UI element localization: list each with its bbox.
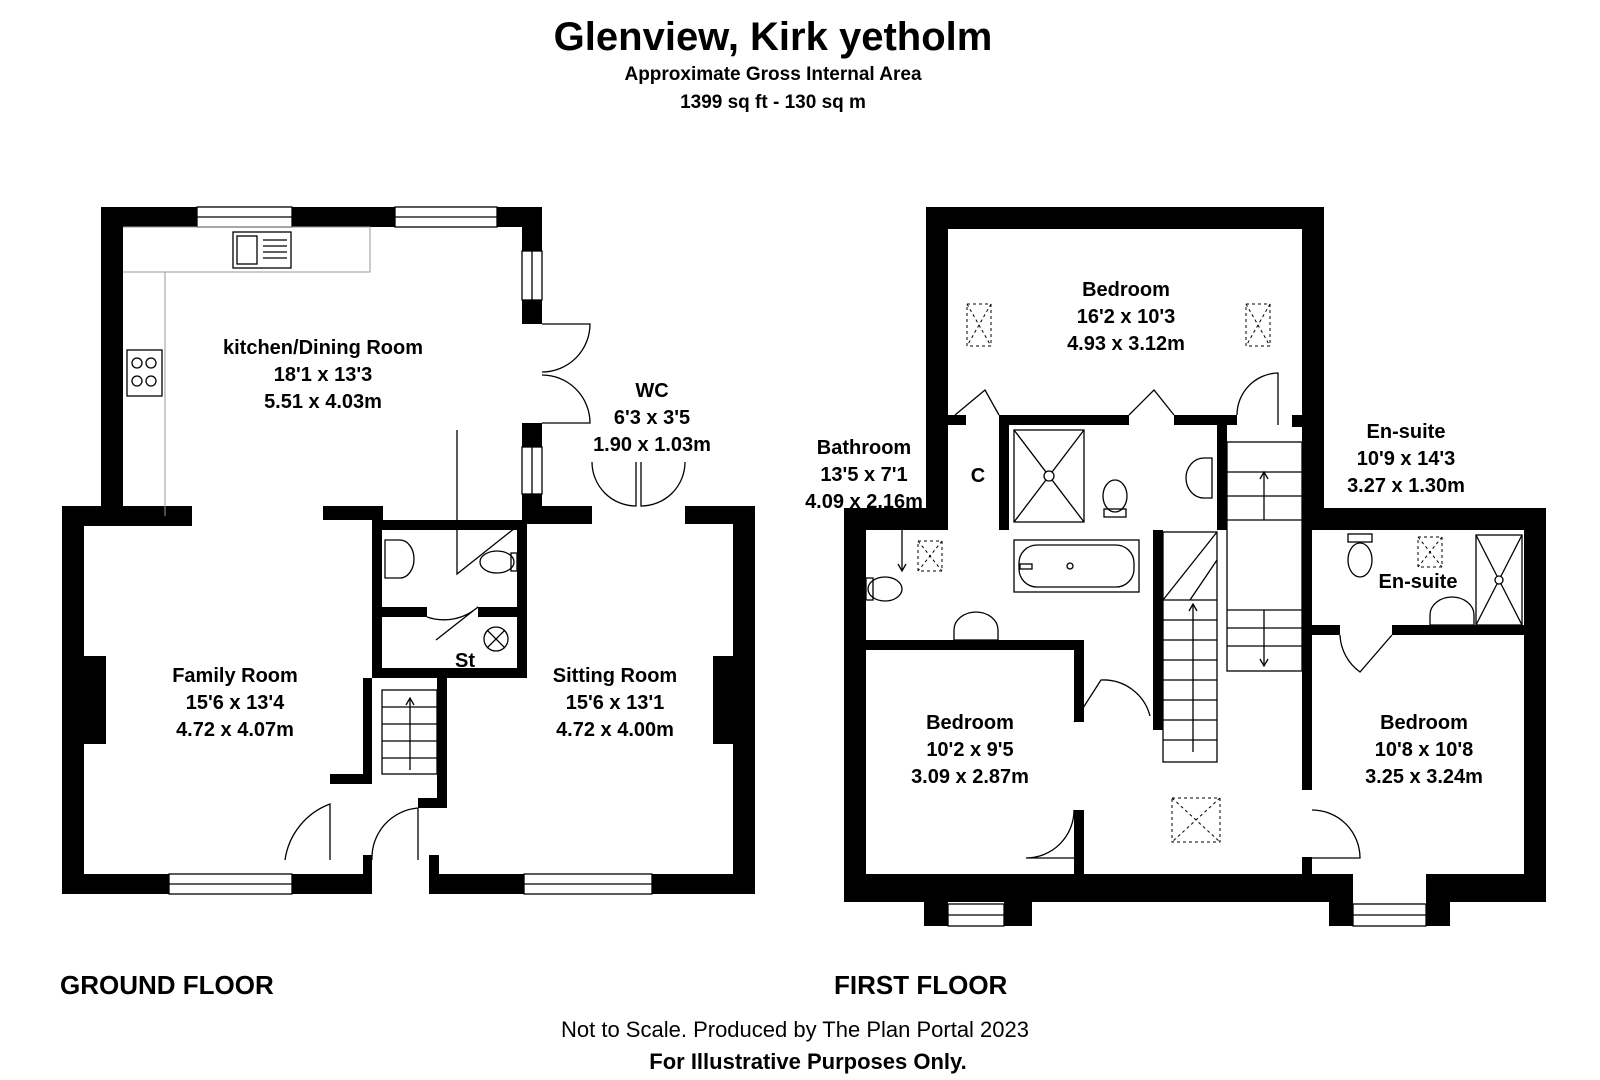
room-bathroom: Bathroom 13'5 x 7'1 4.09 x 2.16m <box>805 437 923 513</box>
svg-text:Family Room: Family Room <box>172 665 298 687</box>
wc-basin-icon <box>384 539 415 579</box>
room-bedroom-top: Bedroom 16'2 x 10'3 4.93 x 3.12m <box>1067 279 1185 355</box>
svg-text:4.72 x 4.07m: 4.72 x 4.07m <box>176 719 294 741</box>
plan-title: Glenview, Kirk yetholm <box>554 15 993 59</box>
french-door-icon <box>541 323 591 373</box>
svg-text:15'6 x 13'1: 15'6 x 13'1 <box>566 692 665 714</box>
bath-icon <box>1013 539 1140 593</box>
ground-floor-walls <box>62 207 755 894</box>
ground-floor-windows <box>168 206 653 895</box>
plan-area: 1399 sq ft - 130 sq m <box>680 92 866 113</box>
svg-text:10'2 x 9'5: 10'2 x 9'5 <box>926 739 1013 761</box>
boiler-icon <box>483 626 509 652</box>
svg-text:Bedroom: Bedroom <box>1380 712 1468 734</box>
ground-floor-label: GROUND FLOOR <box>60 970 274 1000</box>
room-sitting: Sitting Room 15'6 x 13'1 4.72 x 4.00m <box>553 665 677 741</box>
svg-text:10'8 x 10'8: 10'8 x 10'8 <box>1375 739 1474 761</box>
bathroom-basin-icon <box>953 611 999 641</box>
room-bedroom-right: Bedroom 10'8 x 10'8 3.25 x 3.24m <box>1365 712 1483 788</box>
svg-text:1.90 x 1.03m: 1.90 x 1.03m <box>593 434 711 456</box>
svg-text:5.51 x 4.03m: 5.51 x 4.03m <box>264 391 382 413</box>
room-wc: WC 6'3 x 3'5 1.90 x 1.03m <box>593 380 711 456</box>
plan-subtitle: Approximate Gross Internal Area <box>624 64 921 85</box>
footer-disclaimer: For Illustrative Purposes Only. <box>649 1049 966 1074</box>
svg-text:4.72 x 4.00m: 4.72 x 4.00m <box>556 719 674 741</box>
svg-text:10'9 x 14'3: 10'9 x 14'3 <box>1357 448 1456 470</box>
ground-floor-fittings <box>123 226 686 861</box>
kitchen-sink-icon <box>232 231 292 269</box>
first-floor-windows <box>947 903 1427 927</box>
room-family: Family Room 15'6 x 13'4 4.72 x 4.07m <box>172 665 298 741</box>
toilet-icon <box>1102 479 1128 513</box>
svg-text:En-suite: En-suite <box>1367 421 1446 443</box>
room-bedroom-left: Bedroom 10'2 x 9'5 3.09 x 2.87m <box>911 712 1029 788</box>
svg-text:kitchen/Dining Room: kitchen/Dining Room <box>223 337 423 359</box>
ensuite-basin-icon <box>1429 596 1475 626</box>
wc-toilet-icon <box>479 550 515 574</box>
svg-text:WC: WC <box>635 380 668 402</box>
room-cupboard: C <box>971 465 985 487</box>
svg-text:Bathroom: Bathroom <box>817 437 911 459</box>
svg-text:Bedroom: Bedroom <box>926 712 1014 734</box>
svg-text:4.09 x 2.16m: 4.09 x 2.16m <box>805 491 923 513</box>
svg-text:15'6 x 13'4: 15'6 x 13'4 <box>186 692 285 714</box>
svg-text:6'3 x 3'5: 6'3 x 3'5 <box>614 407 690 429</box>
basin-icon <box>1185 457 1213 499</box>
room-store: St <box>455 650 475 672</box>
first-stairs <box>1162 441 1303 763</box>
ensuite-shower-icon <box>1475 534 1523 626</box>
svg-text:3.09 x 2.87m: 3.09 x 2.87m <box>911 766 1029 788</box>
svg-text:13'5 x 7'1: 13'5 x 7'1 <box>820 464 907 486</box>
first-floor-fittings <box>865 303 1523 859</box>
shower-icon <box>1013 429 1085 523</box>
first-floor-label: FIRST FLOOR <box>834 970 1008 1000</box>
svg-text:3.27 x 1.30m: 3.27 x 1.30m <box>1347 475 1465 497</box>
room-kitchen-dining: kitchen/Dining Room 18'1 x 13'3 5.51 x 4… <box>223 337 423 413</box>
bathroom-toilet-icon <box>867 576 903 602</box>
hob-icon <box>126 349 163 397</box>
ground-stairs <box>381 689 438 775</box>
room-ensuite-right: En-suite <box>1379 571 1458 593</box>
svg-text:16'2 x 10'3: 16'2 x 10'3 <box>1077 306 1176 328</box>
footer-note: Not to Scale. Produced by The Plan Porta… <box>561 1017 1029 1042</box>
velux-icon <box>966 303 992 347</box>
first-floor-walls <box>844 207 1546 926</box>
svg-text:3.25 x 3.24m: 3.25 x 3.24m <box>1365 766 1483 788</box>
ensuite-toilet-icon <box>1347 542 1373 578</box>
room-ensuite-top: En-suite 10'9 x 14'3 3.27 x 1.30m <box>1347 421 1465 497</box>
svg-text:Bedroom: Bedroom <box>1082 279 1170 301</box>
svg-text:18'1 x 13'3: 18'1 x 13'3 <box>274 364 373 386</box>
svg-text:4.93 x 3.12m: 4.93 x 3.12m <box>1067 333 1185 355</box>
svg-text:Sitting Room: Sitting Room <box>553 665 677 687</box>
